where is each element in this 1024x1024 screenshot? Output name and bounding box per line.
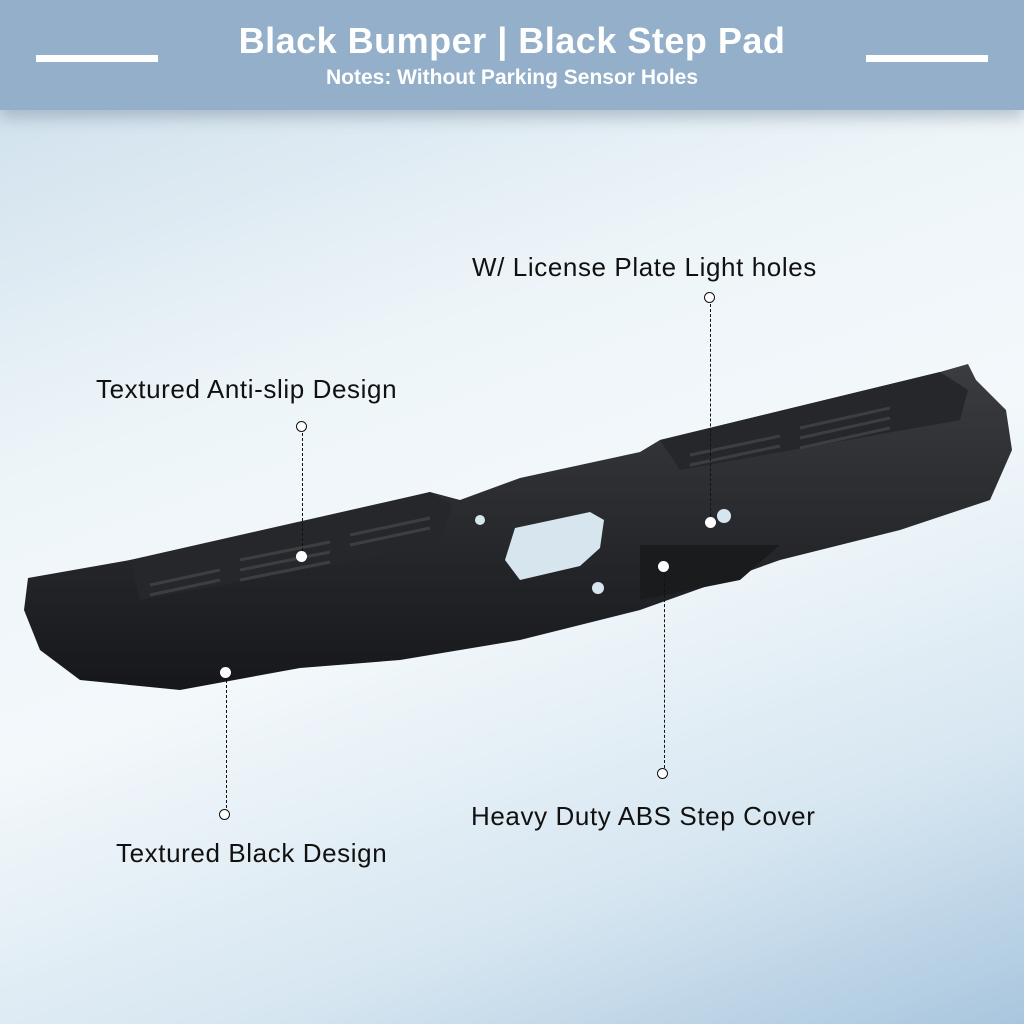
callout-anti-slip-label: Textured Anti-slip Design — [96, 374, 398, 404]
callout-anchor-dot — [705, 517, 716, 528]
callout-ring-icon — [296, 421, 307, 432]
callout-ring-icon — [704, 292, 715, 303]
header-banner: Black Bumper | Black Step Pad Notes: Wit… — [0, 0, 1024, 110]
callout-anchor-dot — [658, 561, 669, 572]
callout-leader-line — [664, 574, 665, 768]
callout-ring-icon — [657, 768, 668, 779]
callout-step-cover-label: Heavy Duty ABS Step Cover — [471, 801, 816, 831]
callout-black-design-label: Textured Black Design — [116, 838, 388, 868]
callout-leader-line — [710, 304, 711, 516]
callout-leader-line — [302, 433, 303, 551]
banner-title: Black Bumper | Black Step Pad — [238, 20, 786, 61]
callout-license-plate-label: W/ License Plate Light holes — [472, 252, 817, 282]
banner-subtitle: Notes: Without Parking Sensor Holes — [325, 66, 699, 89]
callout-anchor-dot — [220, 667, 231, 678]
callout-ring-icon — [219, 809, 230, 820]
decorative-line-left — [36, 55, 158, 62]
decorative-line-right — [866, 55, 988, 62]
callout-leader-line — [226, 680, 227, 808]
callout-anchor-dot — [296, 551, 307, 562]
